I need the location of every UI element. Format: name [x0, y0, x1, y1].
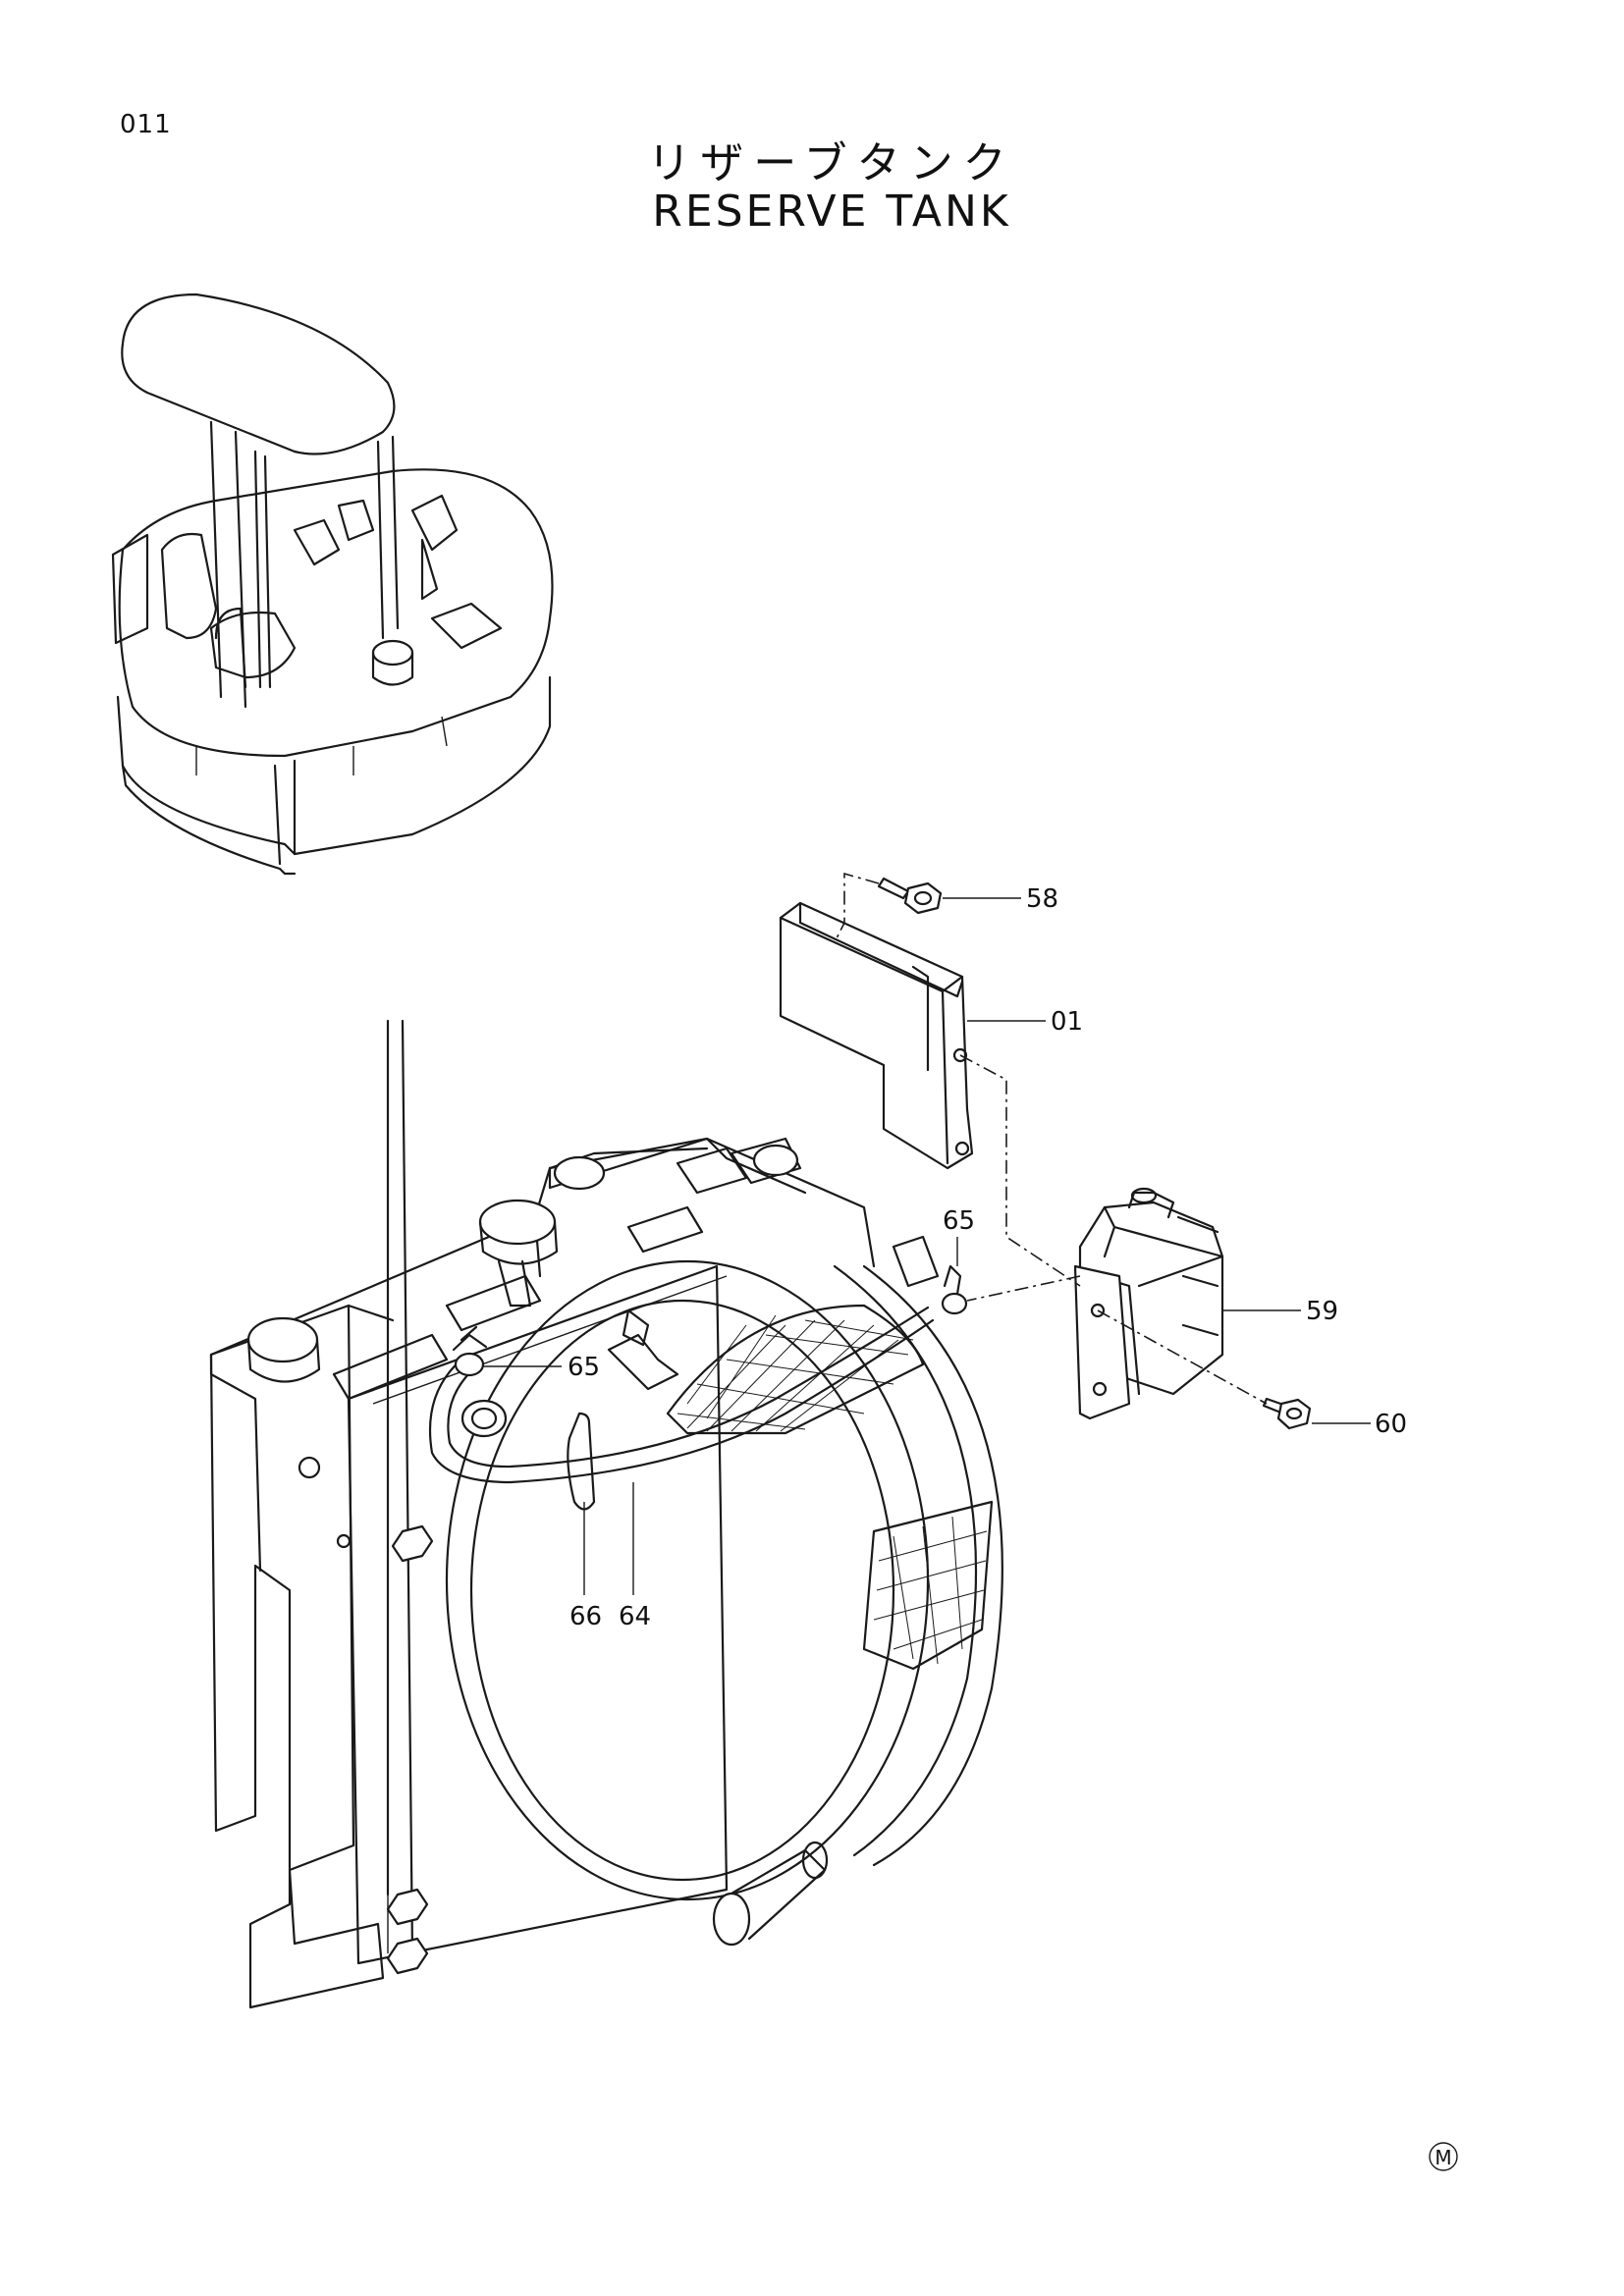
- callout-64: 64: [619, 1602, 651, 1631]
- model-mark: M: [1429, 2142, 1458, 2171]
- hose-band: [567, 1412, 596, 1511]
- callout-65-right: 65: [943, 1206, 975, 1236]
- assembly-lines: [834, 872, 1268, 1405]
- reserve-tank: [1073, 1187, 1224, 1420]
- leader-lines: [483, 897, 1371, 1595]
- radiator-assembly: [209, 1019, 1003, 2009]
- tank-bracket: [779, 901, 974, 1170]
- callout-59: 59: [1306, 1297, 1338, 1326]
- callout-65-left: 65: [568, 1353, 600, 1382]
- hose-clamp-left: [452, 1325, 488, 1377]
- callout-60: 60: [1375, 1410, 1407, 1439]
- bolt-58: [877, 877, 943, 915]
- hose-clamp-right: [941, 1264, 968, 1315]
- excavator-overview: [111, 293, 554, 876]
- callout-58: 58: [1026, 884, 1058, 914]
- model-mark-letter: M: [1435, 2146, 1451, 2169]
- overflow-hose: [428, 1306, 935, 1484]
- page-title: RESERVE TANK: [652, 187, 1011, 237]
- callout-66: 66: [569, 1602, 602, 1631]
- callout-01: 01: [1051, 1007, 1083, 1037]
- page-number: 011: [120, 110, 172, 139]
- page-title-japanese: リザーブタンク: [647, 138, 1016, 188]
- bolt-60: [1262, 1397, 1312, 1430]
